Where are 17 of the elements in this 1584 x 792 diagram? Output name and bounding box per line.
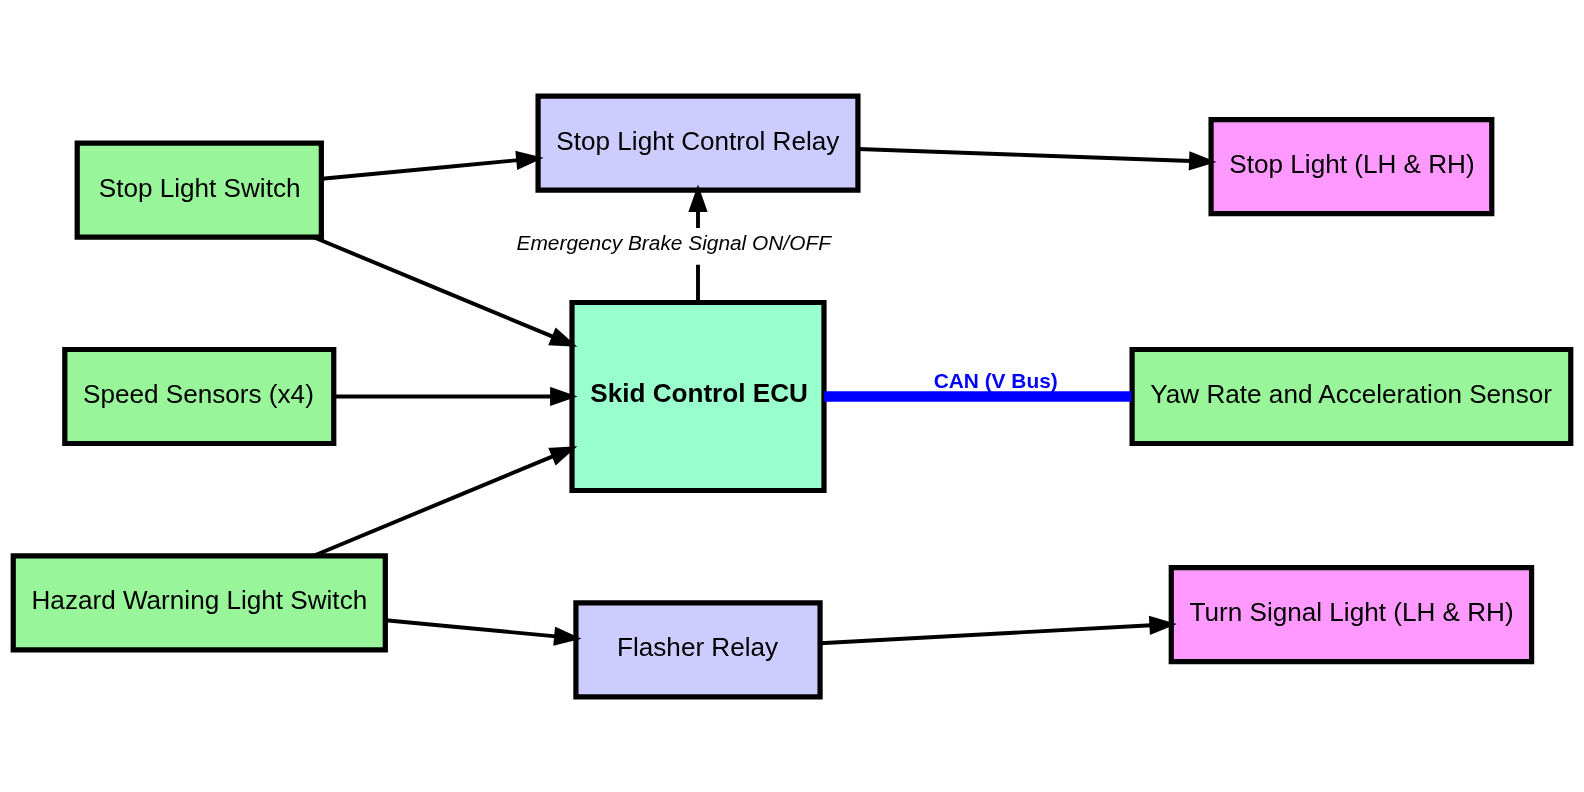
edge-label: Emergency Brake Signal ON/OFF bbox=[516, 230, 831, 254]
node-box: Hazard Warning Light Switch bbox=[10, 552, 388, 652]
node-box: Skid Control ECU bbox=[569, 299, 827, 493]
node-box: Stop Light Switch bbox=[74, 140, 324, 240]
arrow bbox=[385, 617, 582, 646]
arrow bbox=[858, 146, 1217, 171]
node-box: Speed Sensors (x4) bbox=[62, 346, 337, 446]
node-box: Flasher Relay bbox=[573, 599, 823, 699]
arrow bbox=[820, 615, 1177, 645]
node-box: Stop Light Control Relay bbox=[535, 93, 861, 193]
arrow bbox=[333, 386, 578, 406]
node-box: Yaw Rate and Acceleration Sensor bbox=[1129, 346, 1574, 446]
edge-label: CAN (V Bus) bbox=[933, 368, 1058, 392]
connector bbox=[824, 390, 1132, 402]
node-box: Stop Light (LH & RH) bbox=[1208, 116, 1495, 216]
node-box: Turn Signal Light (LH & RH) bbox=[1168, 564, 1535, 664]
arrow bbox=[321, 150, 544, 181]
